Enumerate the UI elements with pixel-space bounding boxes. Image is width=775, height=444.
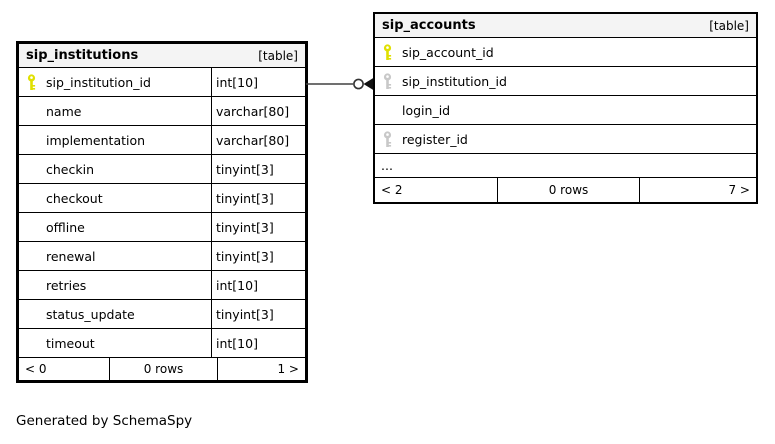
column-name: retries <box>46 277 87 293</box>
column-name: name <box>46 103 82 119</box>
column-name: sip_institution_id <box>46 74 151 90</box>
column-row-checkout[interactable]: checkout tinyint[3] <box>19 184 305 213</box>
column-row-register-id[interactable]: register_id <box>375 125 756 154</box>
column-type: tinyint[3] <box>211 155 305 183</box>
foreign-key-icon <box>382 130 402 148</box>
table-footer: < 2 0 rows 7 > <box>375 178 756 202</box>
row-count: 0 rows <box>497 178 639 202</box>
column-row-sip-institution-id[interactable]: sip_institution_id <box>375 67 756 96</box>
foreign-key-icon <box>382 72 402 90</box>
column-row-name[interactable]: name varchar[80] <box>19 97 305 126</box>
column-type: tinyint[3] <box>211 213 305 241</box>
column-type: tinyint[3] <box>211 242 305 270</box>
table-header-sip-accounts[interactable]: sip_accounts [table] <box>375 14 756 38</box>
incoming-relations-count: < 0 <box>25 362 47 376</box>
incoming-relations-count: < 2 <box>381 183 403 197</box>
column-type: tinyint[3] <box>211 184 305 212</box>
more-columns-ellipsis[interactable]: ... <box>375 154 756 178</box>
table-title[interactable]: sip_accounts <box>382 18 476 33</box>
outgoing-relations-count: 1 > <box>217 358 305 380</box>
column-type: varchar[80] <box>211 126 305 154</box>
column-name: register_id <box>402 131 468 147</box>
table-type-badge: [table] <box>258 48 298 63</box>
row-count: 0 rows <box>109 358 217 380</box>
column-type: int[10] <box>211 68 305 96</box>
crow-foot-many-icon <box>363 77 375 91</box>
column-row-offline[interactable]: offline tinyint[3] <box>19 213 305 242</box>
column-type: int[10] <box>211 271 305 299</box>
table-node-sip-institutions[interactable]: sip_institutions [table] sip_institution… <box>16 41 308 383</box>
column-name: checkout <box>46 190 103 206</box>
column-name: renewal <box>46 248 96 264</box>
cardinality-zero-circle-icon <box>353 78 364 90</box>
generated-by-credit: Generated by SchemaSpy <box>16 413 193 429</box>
column-name: implementation <box>46 132 146 148</box>
column-name: sip_institution_id <box>402 73 507 89</box>
relationship-connector <box>306 77 375 91</box>
column-row-checkin[interactable]: checkin tinyint[3] <box>19 155 305 184</box>
column-type: varchar[80] <box>211 97 305 125</box>
table-title[interactable]: sip_institutions <box>26 48 139 63</box>
table-header-sip-institutions[interactable]: sip_institutions [table] <box>19 44 305 68</box>
column-row-sip-institution-id[interactable]: sip_institution_id int[10] <box>19 68 305 97</box>
column-name: timeout <box>46 335 95 351</box>
column-row-sip-account-id[interactable]: sip_account_id <box>375 38 756 67</box>
column-row-timeout[interactable]: timeout int[10] <box>19 329 305 358</box>
column-row-status-update[interactable]: status_update tinyint[3] <box>19 300 305 329</box>
outgoing-relations-count: 7 > <box>639 178 756 202</box>
column-name: login_id <box>402 102 451 118</box>
column-name: sip_account_id <box>402 44 494 60</box>
table-footer: < 0 0 rows 1 > <box>19 358 305 380</box>
table-type-badge: [table] <box>709 18 749 33</box>
column-type: int[10] <box>211 329 305 357</box>
column-type: tinyint[3] <box>211 300 305 328</box>
column-row-retries[interactable]: retries int[10] <box>19 271 305 300</box>
primary-key-icon <box>382 43 402 61</box>
column-name: status_update <box>46 306 135 322</box>
column-name: offline <box>46 219 85 235</box>
column-row-login-id[interactable]: login_id <box>375 96 756 125</box>
column-row-renewal[interactable]: renewal tinyint[3] <box>19 242 305 271</box>
table-node-sip-accounts[interactable]: sip_accounts [table] sip_account_id sip_… <box>373 12 758 204</box>
column-row-implementation[interactable]: implementation varchar[80] <box>19 126 305 155</box>
primary-key-icon <box>26 73 46 91</box>
column-name: checkin <box>46 161 94 177</box>
